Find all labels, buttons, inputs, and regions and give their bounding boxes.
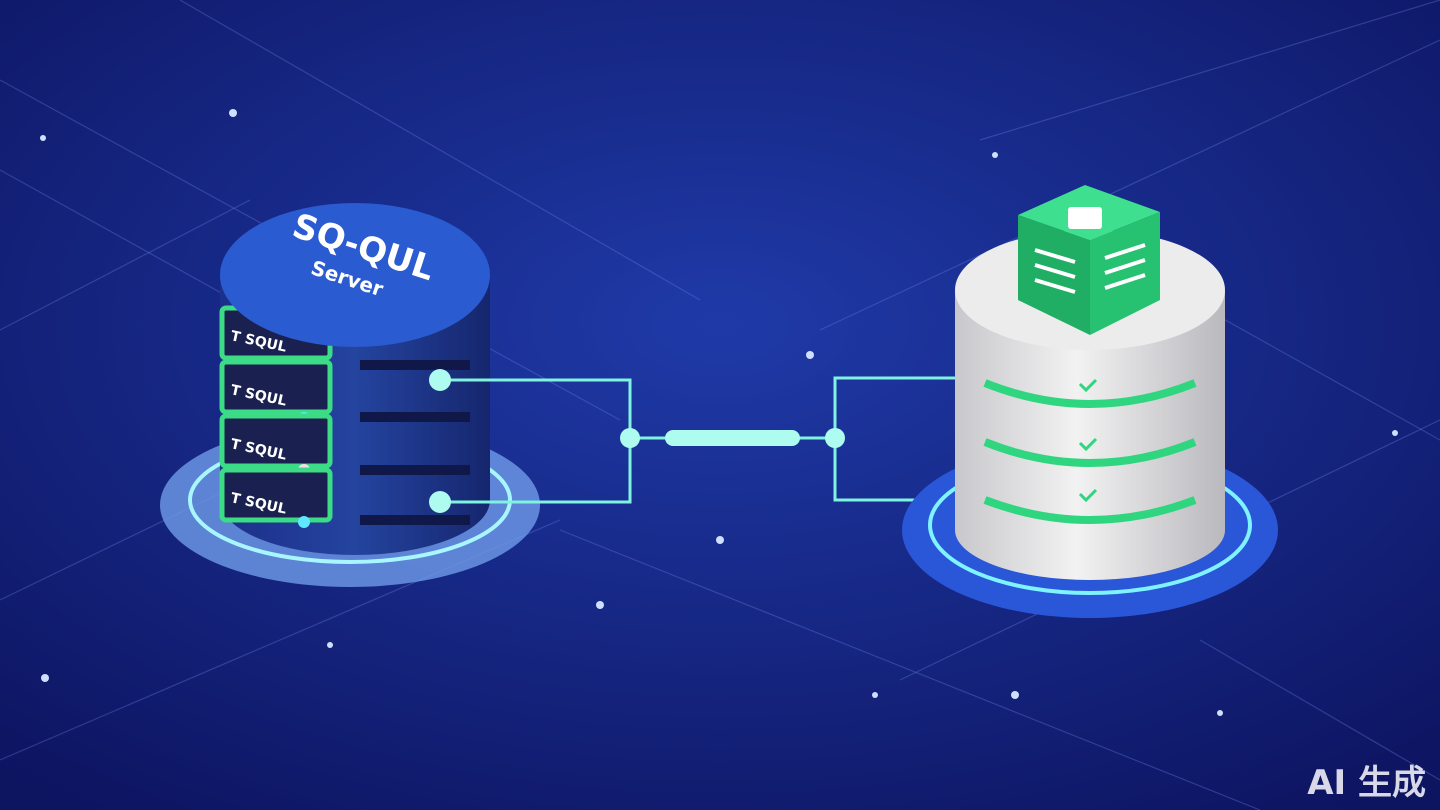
source-database: SQ-QUL Server T SQUL T SQUL T SQUL T SQU… bbox=[160, 203, 540, 587]
target-database bbox=[902, 185, 1278, 618]
connector-nodes bbox=[429, 369, 845, 513]
check-icons bbox=[1078, 378, 1098, 503]
ai-generated-watermark: AI 生成 bbox=[1307, 763, 1426, 803]
sparkles bbox=[40, 109, 1398, 716]
rack-units bbox=[219, 305, 470, 528]
document-cube-icon bbox=[1018, 185, 1160, 335]
source-db-top bbox=[220, 203, 490, 347]
